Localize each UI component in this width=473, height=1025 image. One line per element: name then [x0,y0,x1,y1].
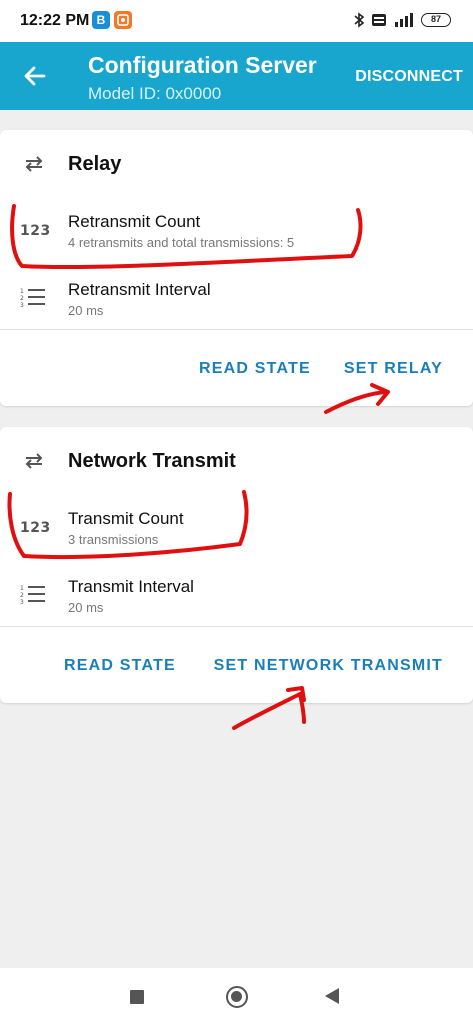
set-relay-button[interactable]: SET RELAY [343,360,443,377]
battery-icon: 87 [421,13,451,27]
svg-text:3: 3 [20,599,24,606]
transmit-interval-row[interactable]: 1 2 3 Transmit Interval 20 ms [0,567,473,629]
repeat-icon [25,156,43,172]
divider [0,329,473,330]
signal-icon [395,13,413,27]
notification-b-icon: B [92,11,110,29]
relay-card: Relay 123 Retransmit Count 4 retransmits… [0,130,473,406]
svg-text:3: 3 [20,302,24,309]
transmit-count-row[interactable]: 123 Transmit Count 3 transmissions [0,499,473,561]
relay-actions: READ STATE SET RELAY [0,330,473,406]
numbered-list-icon: 1 2 3 [20,288,45,309]
network-card-title: Network Transmit [68,450,236,472]
repeat-icon [25,453,43,469]
retransmit-interval-row[interactable]: 1 2 3 Retransmit Interval 20 ms [0,270,473,332]
retransmit-count-title: Retransmit Count [68,212,201,231]
svg-text:1: 1 [20,288,24,295]
retransmit-count-value: 4 retransmits and total transmissions: 5 [68,235,295,250]
svg-text:1: 1 [20,585,24,592]
network-card-header: Network Transmit [0,427,473,491]
disconnect-button[interactable]: DISCONNECT [355,68,463,85]
transmit-count-title: Transmit Count [68,509,184,528]
retransmit-interval-title: Retransmit Interval [68,280,211,299]
retransmit-interval-value: 20 ms [68,303,104,318]
number-123-icon: 123 [20,520,51,536]
relay-card-header: Relay [0,130,473,194]
relay-read-state-button[interactable]: READ STATE [199,360,311,377]
number-123-icon: 123 [20,223,51,239]
system-nav-bar [0,968,473,1025]
numbered-list-icon: 1 2 3 [20,585,45,606]
status-icons: 87 [353,12,451,28]
network-transmit-card: Network Transmit 123 Transmit Count 3 tr… [0,427,473,703]
page-title: Configuration Server [88,52,317,78]
back-arrow-icon[interactable] [20,62,48,90]
divider [0,626,473,627]
svg-text:2: 2 [20,592,24,599]
network-actions: READ STATE SET NETWORK TRANSMIT [0,627,473,703]
notification-app-icon [114,11,132,29]
status-bar: 12:22 PM B 87 [0,0,473,42]
transmit-interval-title: Transmit Interval [68,577,194,596]
relay-card-title: Relay [68,153,122,175]
svg-text:2: 2 [20,295,24,302]
home-icon[interactable] [226,986,248,1008]
back-triangle-icon[interactable] [325,988,339,1004]
volte-icon [372,14,386,26]
transmit-interval-value: 20 ms [68,600,104,615]
network-read-state-button[interactable]: READ STATE [64,657,176,674]
set-network-transmit-button[interactable]: SET NETWORK TRANSMIT [213,657,443,674]
bluetooth-icon [354,12,365,28]
transmit-count-value: 3 transmissions [68,532,159,547]
recents-icon[interactable] [130,990,144,1004]
retransmit-count-row[interactable]: 123 Retransmit Count 4 retransmits and t… [0,202,473,264]
page-subtitle: Model ID: 0x0000 [88,84,222,103]
app-bar: Configuration Server Model ID: 0x0000 DI… [0,42,473,110]
status-time: 12:22 PM [20,12,90,29]
